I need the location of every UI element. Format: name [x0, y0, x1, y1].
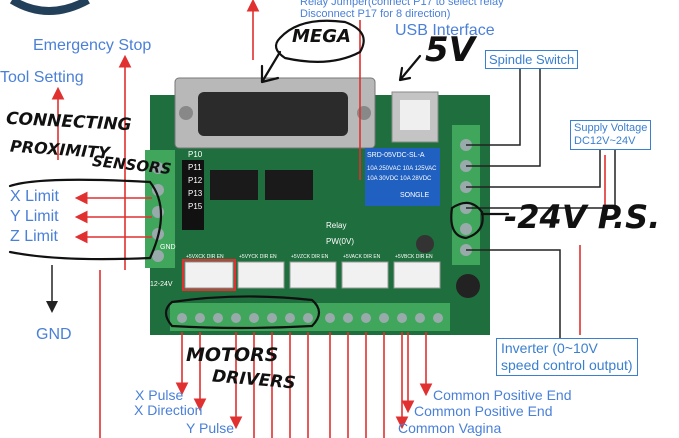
line-supply: [466, 150, 601, 188]
relay-rating-1: 10A 250VAC 10A 125VAC: [367, 166, 437, 172]
handwritten-24v-ps: -24V P.S.: [504, 198, 661, 236]
spindle-switch-label: Spindle Switch: [485, 50, 579, 69]
logo-fragment: [9, 0, 90, 15]
chip-2: [265, 170, 313, 200]
handwritten-motors: MOTORS: [186, 344, 279, 366]
black-lines: [46, 68, 616, 338]
relay-rating-2: 10A 30VDC 10A 28VDC: [367, 176, 432, 182]
connector-label-z: +5VZCK DIR EN: [291, 254, 329, 260]
jst-connector-y: [237, 261, 285, 289]
inverter-box: Inverter (0~10V speed control output): [496, 338, 638, 376]
controller-board: [145, 77, 490, 335]
red-arrows: [51, 0, 606, 438]
relay-top-text: SRD-05VDC-SL-A: [367, 152, 425, 159]
gnd-label: GND: [36, 326, 72, 343]
relay-brand: SONGLE: [400, 192, 430, 199]
jst-connector-b: [393, 261, 441, 289]
supply-voltage-box: Supply Voltage DC12V~24V: [570, 120, 652, 150]
relay-silk-label: Relay: [326, 221, 347, 230]
power-silk-label: 12-24V: [150, 281, 173, 288]
connector-label-a: +5VACK DIR EN: [343, 254, 381, 260]
z-limit-label: Z Limit: [10, 228, 58, 245]
jst-connector-x: [184, 261, 234, 289]
line-spindle-switch: [466, 68, 521, 146]
motor-bracket: [164, 295, 321, 330]
pwm-silk-label: PW(0V): [326, 237, 354, 246]
top-note-label: Relay Jumper(connect P17 to select relay…: [300, 0, 504, 20]
connector-label-x: +5VXCK DIR EN: [186, 254, 224, 260]
chip-1: [210, 170, 258, 200]
x-limit-label: X Limit: [10, 188, 59, 205]
emergency-stop-label: Emergency Stop: [33, 37, 152, 54]
line-inverter: [466, 249, 561, 338]
common-vagina-label: Common Vagina: [398, 420, 502, 436]
handwritten-marks: [8, 19, 510, 330]
ps-circle: [450, 201, 484, 240]
relay-body: [365, 148, 440, 206]
usb-interface-label: USB Interface: [395, 22, 495, 39]
line-spindle-2: [466, 68, 541, 167]
capacitor-2: [456, 274, 480, 298]
inverter-line1: Inverter (0~10V: [501, 340, 598, 356]
board-pin-labels: P10 P11 P12 P13 P15: [188, 148, 208, 213]
spindle-switch-text: Spindle Switch: [489, 52, 575, 67]
inverter-line2: speed control output): [501, 357, 633, 373]
pin-label: P15: [188, 202, 203, 211]
common-positive-end-2-label: Common Positive End: [414, 403, 553, 419]
line-supply-2: [466, 150, 616, 209]
handwritten-5v: 5V: [425, 30, 475, 70]
supply-voltage-line1: Supply Voltage: [574, 122, 648, 134]
y-pulse-label: Y Pulse: [186, 420, 234, 436]
x-pulse-label: X Pulse: [135, 387, 184, 403]
common-positive-end-1-label: Common Positive End: [433, 387, 572, 403]
five-v-arrow: [398, 54, 422, 82]
jst-connector-a: [341, 261, 389, 289]
y-limit-label: Y Limit: [10, 208, 59, 225]
highlight-box-x-connector: [182, 259, 236, 291]
pin-label: P10: [188, 150, 203, 159]
bottom-screws: [177, 313, 443, 323]
mega-arrow: [260, 50, 282, 84]
tool-setting-label: Tool Setting: [0, 69, 84, 86]
header-pins: [182, 160, 204, 230]
jst-connector-z: [289, 261, 337, 289]
capacitor-1: [416, 235, 434, 253]
connector-label-b: +5VBCK DIR EN: [395, 254, 433, 260]
limit-bracket: [8, 178, 163, 261]
connector-label-y: +5VYCK DIR EN: [239, 254, 277, 260]
supply-voltage-line2: DC12V~24V: [574, 135, 636, 147]
handwritten-mega: MEGA: [292, 26, 351, 47]
pin-label: P11: [188, 163, 202, 172]
pin-label: P12: [188, 176, 203, 185]
gnd-silk-label: GND: [160, 244, 176, 251]
x-direction-label: X Direction: [134, 402, 203, 418]
pin-label: P13: [188, 189, 203, 198]
